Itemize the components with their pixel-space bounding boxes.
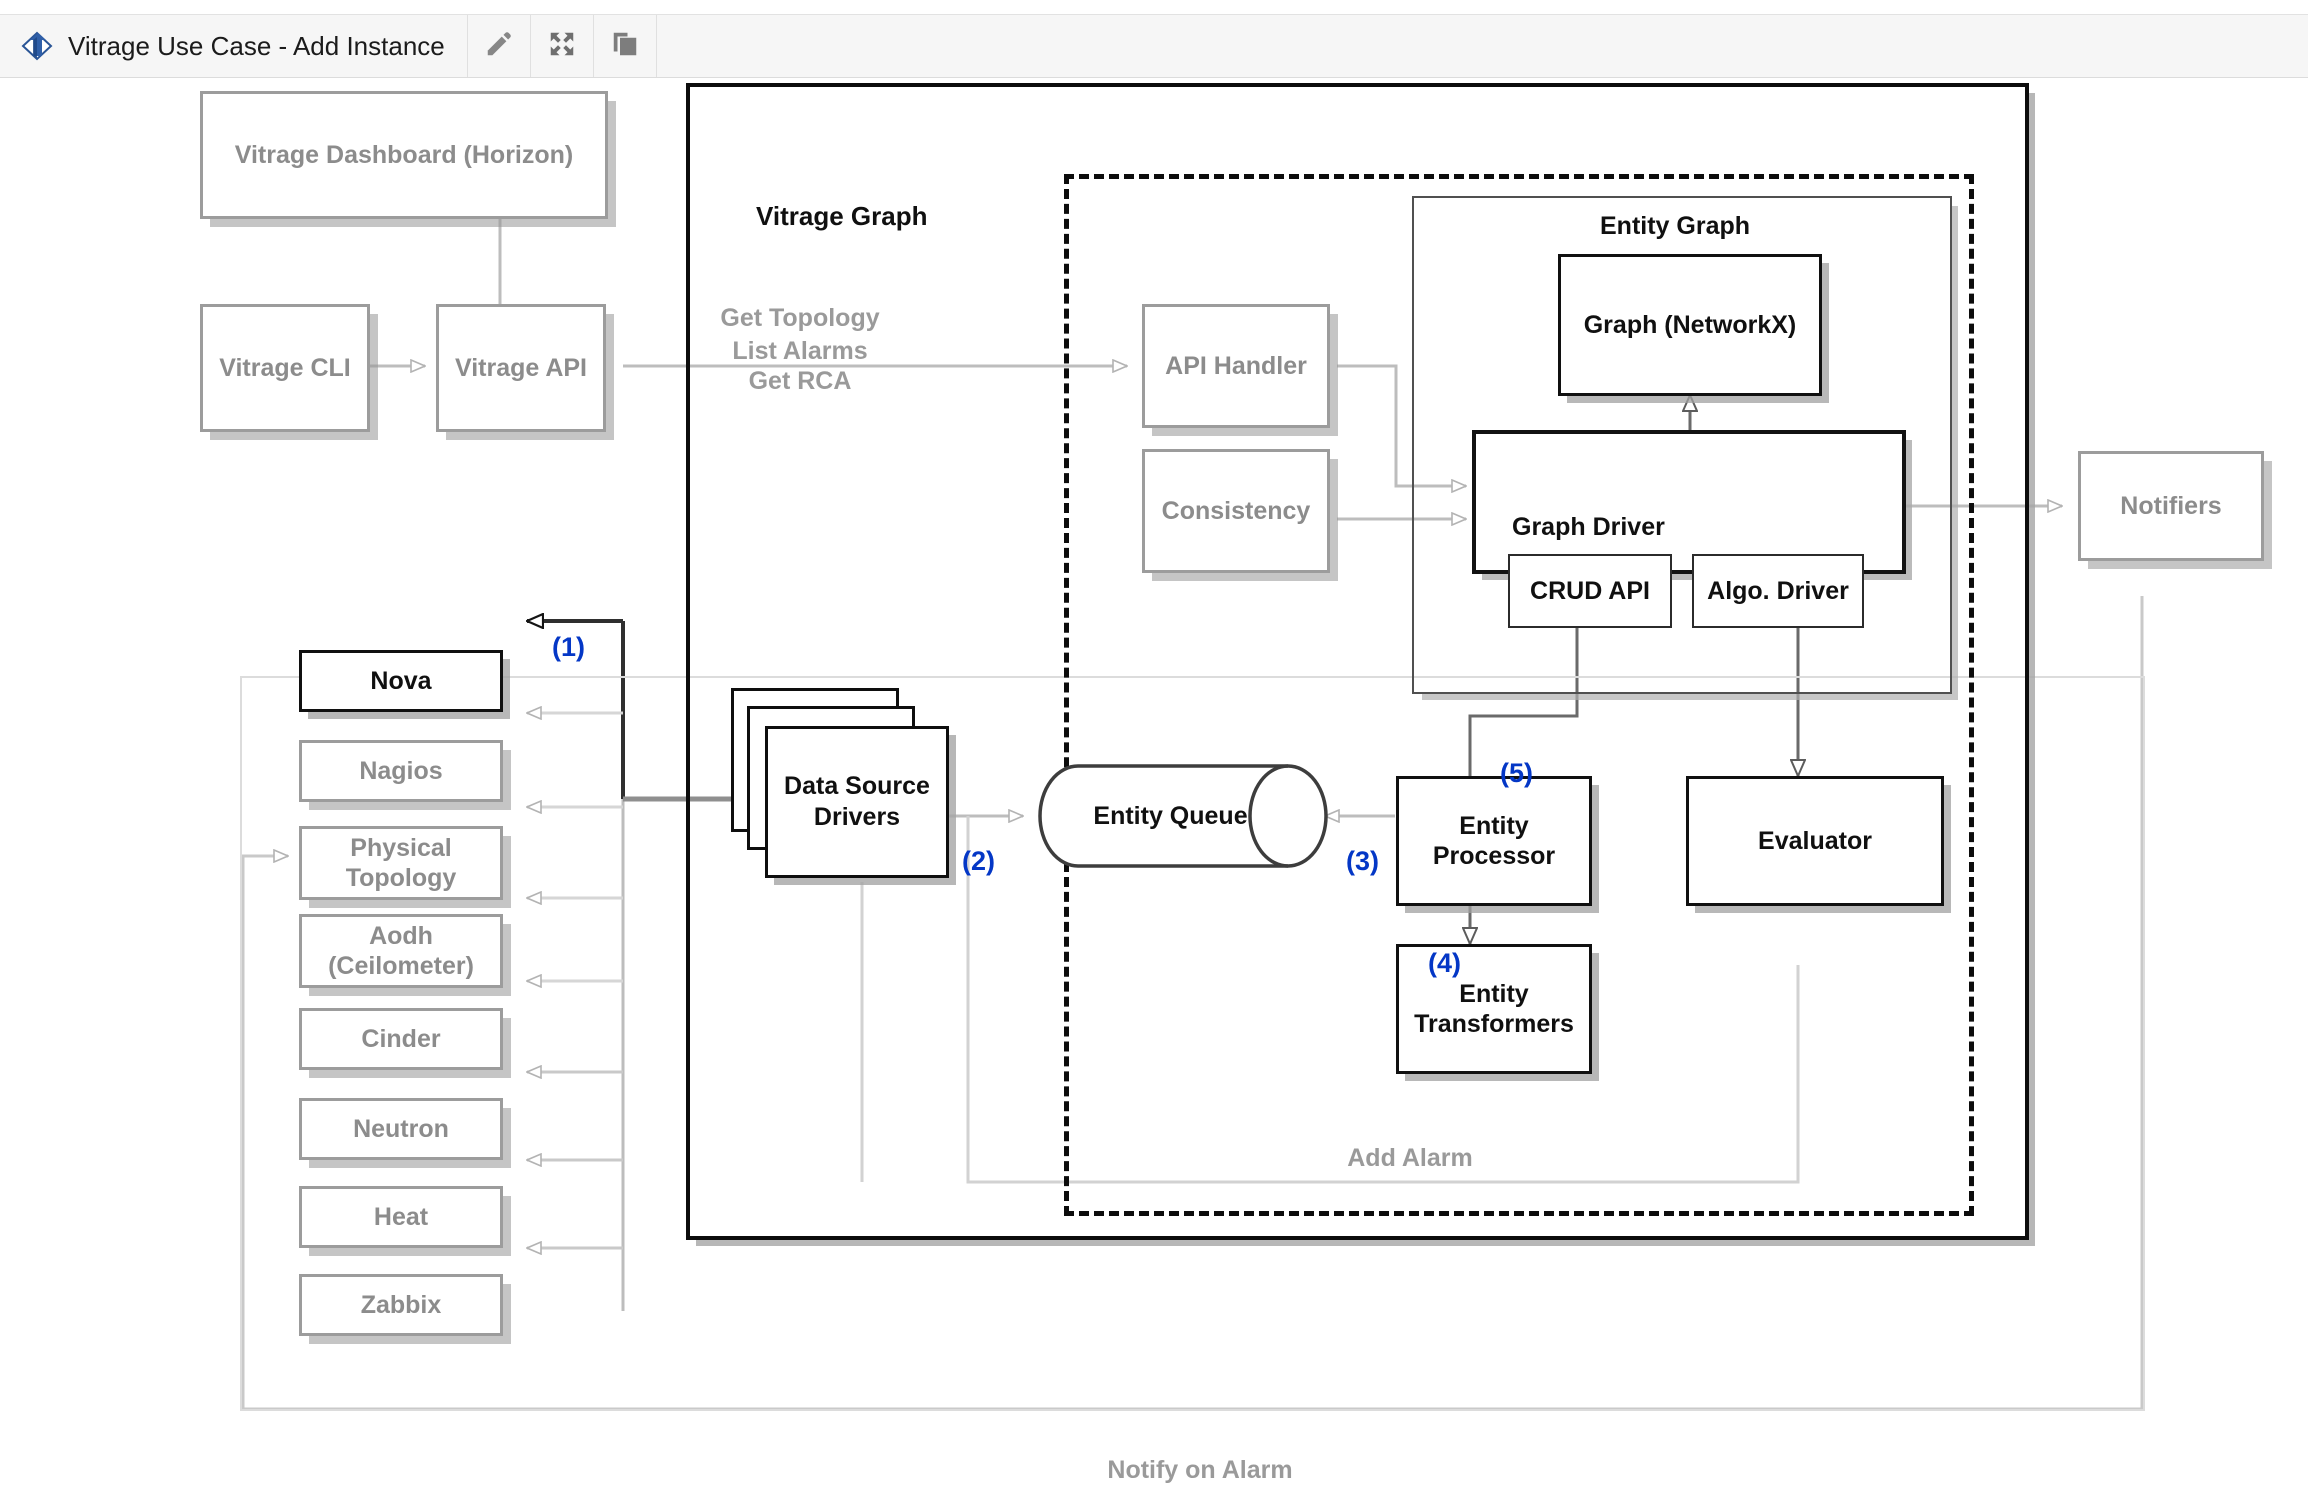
edge-label-get-topology: Get Topology (720, 304, 880, 332)
vitrage-graph-container (686, 83, 2029, 1240)
node-algo-driver-label: Algo. Driver (1707, 577, 1849, 605)
edge-label-notify-on-alarm: Notify on Alarm (1107, 1456, 1293, 1484)
node-api-handler-label: API Handler (1165, 352, 1307, 380)
step-marker-1: (1) (552, 632, 585, 662)
data-source-nagios[interactable]: Nagios (299, 740, 503, 802)
step-marker-2: (2) (962, 846, 995, 876)
data-source-zabbix[interactable]: Zabbix (299, 1274, 503, 1336)
node-vitrage-api[interactable]: Vitrage API (436, 304, 606, 432)
node-crud-api[interactable]: CRUD API (1508, 554, 1672, 628)
graph-driver-container (1472, 430, 1906, 574)
data-source-label: Aodh(Ceilometer) (328, 922, 474, 980)
node-notifiers-label: Notifiers (2120, 492, 2222, 520)
edge-label-list-alarms: List Alarms (732, 337, 868, 365)
node-evaluator-label: Evaluator (1758, 827, 1872, 855)
data-source-heat[interactable]: Heat (299, 1186, 503, 1248)
node-consistency[interactable]: Consistency (1142, 449, 1330, 573)
node-graph-networkx-label: Graph (NetworkX) (1583, 311, 1797, 339)
window-titlebar: Vitrage Use Case - Add Instance (0, 14, 2308, 78)
edge-label-get-rca: Get RCA (748, 367, 852, 395)
fullscreen-button[interactable] (531, 15, 594, 77)
node-vitrage-cli-label: Vitrage CLI (219, 354, 351, 382)
step-marker-3: (3) (1346, 846, 1379, 876)
data-source-label: Zabbix (360, 1291, 442, 1319)
node-api-handler[interactable]: API Handler (1142, 304, 1330, 428)
data-source-cinder[interactable]: Cinder (299, 1008, 503, 1070)
node-vitrage-cli[interactable]: Vitrage CLI (200, 304, 370, 432)
vitrage-graph-label: Vitrage Graph (756, 201, 928, 231)
duplicate-button[interactable] (594, 15, 657, 77)
data-source-label: Nagios (359, 757, 443, 785)
node-vitrage-dashboard-label: Vitrage Dashboard (Horizon) (234, 141, 574, 169)
data-source-label: Nova (370, 667, 432, 695)
node-consistency-label: Consistency (1161, 497, 1311, 525)
data-source-aodh-ceilometer[interactable]: Aodh(Ceilometer) (299, 914, 503, 988)
data-source-label: Cinder (361, 1025, 441, 1053)
step-marker-4: (4) (1428, 948, 1461, 978)
notify-on-alarm-frame (240, 676, 2145, 1411)
graph-driver-label: Graph Driver (1512, 513, 1665, 541)
node-entity-queue-label: Entity Queue (1093, 801, 1248, 830)
node-vitrage-dashboard[interactable]: Vitrage Dashboard (Horizon) (200, 91, 608, 219)
entity-graph-container (1412, 196, 1952, 694)
edge-label-add-alarm: Add Alarm (1347, 1144, 1473, 1172)
edit-button[interactable] (468, 15, 531, 77)
copy-icon (610, 29, 640, 64)
diagram-canvas: Vitrage Graph Entity Graph Graph (Networ… (0, 76, 2308, 1484)
node-graph-networkx[interactable]: Graph (NetworkX) (1558, 254, 1822, 396)
data-source-label: Heat (373, 1203, 429, 1231)
node-crud-api-label: CRUD API (1530, 577, 1650, 605)
document-title-label: Vitrage Use Case - Add Instance (68, 30, 445, 61)
node-notifiers[interactable]: Notifiers (2078, 451, 2264, 561)
entity-graph-label: Entity Graph (1600, 212, 1751, 240)
vitrage-logo-icon (20, 29, 54, 63)
data-source-neutron[interactable]: Neutron (299, 1098, 503, 1160)
step-marker-5: (5) (1500, 758, 1533, 788)
document-title-area: Vitrage Use Case - Add Instance (0, 15, 468, 77)
data-source-nova[interactable]: Nova (299, 650, 503, 712)
processing-boundary-dashed (1064, 174, 1974, 1216)
node-entity-queue[interactable]: Entity Queue (1038, 764, 1328, 868)
data-source-label: Neutron (353, 1115, 449, 1143)
expand-arrows-icon (547, 29, 577, 64)
titlebar-empty-space (657, 15, 2308, 77)
node-algo-driver[interactable]: Algo. Driver (1692, 554, 1864, 628)
pencil-icon (484, 29, 514, 64)
node-vitrage-api-label: Vitrage API (455, 354, 587, 382)
node-evaluator[interactable]: Evaluator (1686, 776, 1944, 906)
